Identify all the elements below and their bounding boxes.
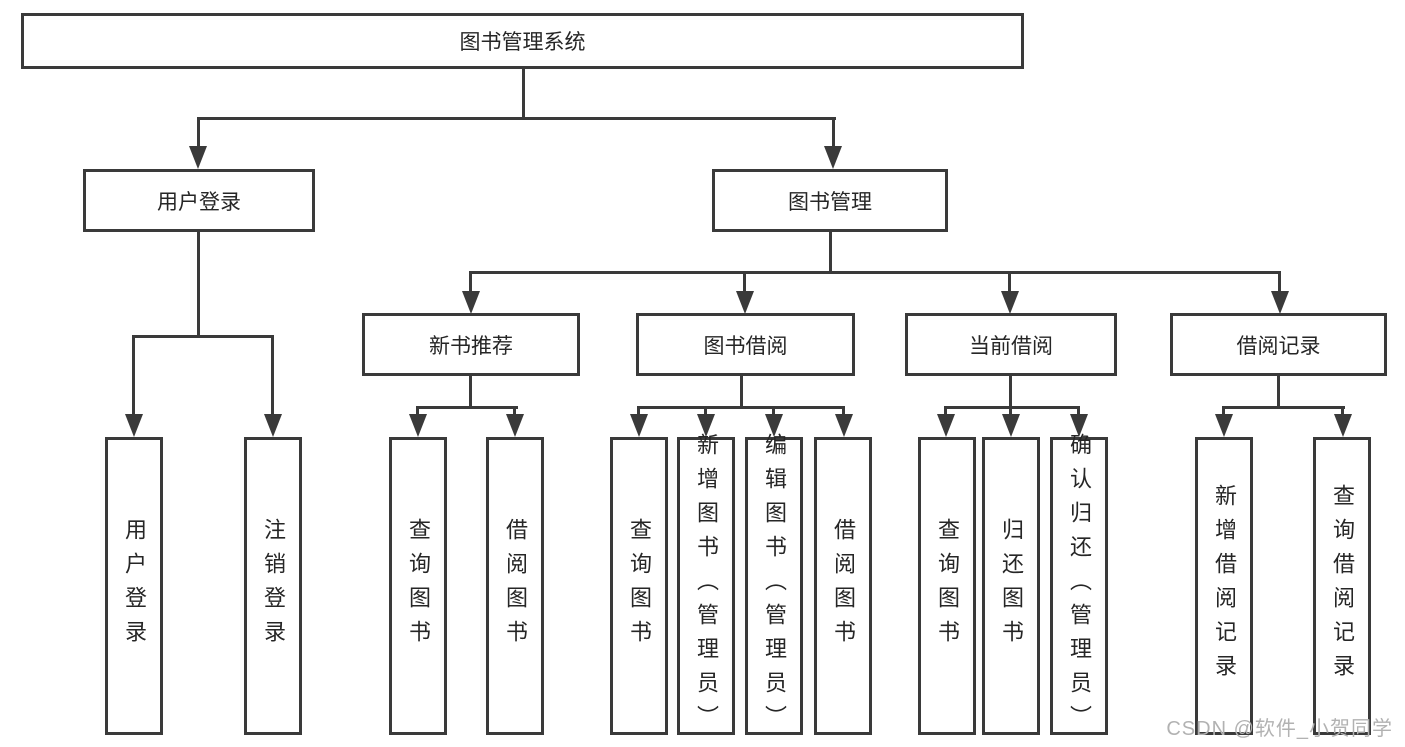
node-new-book-recommend: 新书推荐 [362,313,580,376]
leaf-user-login: 用户登录 [105,437,163,735]
connector-bus [416,406,518,409]
connector-drop [513,406,516,416]
leaf-query-books-recommend: 查询图书 [389,437,447,735]
connector-drop [1009,406,1012,416]
leaf-borrow-books: 借阅图书 [814,437,872,735]
node-label: 当前借阅 [969,334,1053,358]
leaf-borrow-books-recommend: 借阅图书 [486,437,544,735]
node-current-borrow: 当前借阅 [905,313,1117,376]
leaf-label: 用户登录 [122,518,147,654]
leaf-confirm-return-admin: 确认归还（管理员） [1050,433,1108,739]
connector-stem [469,376,472,408]
connector-drop [1008,271,1011,293]
leaf-query-books-current: 查询图书 [918,437,976,735]
leaf-label: 查询借阅记录 [1330,484,1355,688]
leaf-label: 编辑图书（管理员） [762,433,787,739]
csdn-watermark: CSDN @软件_小贺同学 [1166,718,1393,740]
connector-bus [1222,406,1345,409]
arrowhead-down-icon [1215,414,1233,437]
arrowhead-down-icon [1002,414,1020,437]
arrowhead-down-icon [189,146,207,169]
arrowhead-down-icon [1334,414,1352,437]
node-user-login: 用户登录 [83,169,315,232]
connector-stem [1009,376,1012,408]
connector-drop [944,406,947,416]
leaf-label: 新增借阅记录 [1212,484,1237,688]
arrowhead-down-icon [462,291,480,314]
arrowhead-down-icon [697,414,715,437]
connector-bus [944,406,1080,409]
connector-drop [743,271,746,293]
leaf-label: 注销登录 [261,518,286,654]
node-book-borrow: 图书借阅 [636,313,855,376]
node-borrow-records: 借阅记录 [1170,313,1387,376]
leaf-add-borrow-record: 新增借阅记录 [1195,437,1253,735]
arrowhead-down-icon [1001,291,1019,314]
arrowhead-down-icon [506,414,524,437]
arrowhead-down-icon [736,291,754,314]
node-label: 图书管理 [788,190,872,214]
leaf-edit-books-admin: 编辑图书（管理员） [745,433,803,739]
connector-stem [740,376,743,408]
arrowhead-down-icon [765,414,783,437]
arrowhead-down-icon [125,414,143,437]
leaf-label: 查询图书 [935,518,960,654]
leaf-label: 借阅图书 [503,518,528,654]
connector-user-login-stem [197,232,200,338]
connector-root-bus [197,117,836,120]
node-label: 图书借阅 [703,334,788,358]
connector-drop [271,335,274,415]
arrowhead-down-icon [630,414,648,437]
leaf-label: 新增图书（管理员） [694,433,719,739]
node-label: 借阅记录 [1236,334,1321,358]
connector-drop [416,406,419,416]
connector-root-stem [522,69,525,119]
arrowhead-down-icon [824,146,842,169]
connector-drop [132,335,135,415]
node-root-label: 图书管理系统 [459,31,586,54]
arrowhead-down-icon [409,414,427,437]
leaf-label: 查询图书 [627,518,652,654]
leaf-logout: 注销登录 [244,437,302,735]
arrowhead-down-icon [937,414,955,437]
leaf-label: 借阅图书 [831,518,856,654]
connector-drop [1341,406,1344,416]
connector-drop-book-management [832,117,835,150]
node-label: 新书推荐 [429,334,513,358]
connector-drop [772,406,775,416]
connector-bus [637,406,845,409]
leaf-label: 归还图书 [999,518,1024,654]
leaf-add-books-admin: 新增图书（管理员） [677,433,735,739]
connector-user-login-bus [132,335,274,338]
arrowhead-down-icon [1070,414,1088,437]
connector-drop-user-login [197,117,200,150]
leaf-label: 确认归还（管理员） [1067,433,1092,739]
connector-level3-bus [469,271,1281,274]
arrowhead-down-icon [264,414,282,437]
connector-book-management-stem [829,232,832,274]
leaf-label: 查询图书 [406,518,431,654]
connector-drop [1222,406,1225,416]
connector-stem [1277,376,1280,408]
connector-drop [1278,271,1281,293]
connector-drop [1077,406,1080,416]
node-root: 图书管理系统 [21,13,1024,69]
leaf-query-books-borrow: 查询图书 [610,437,668,735]
leaf-query-borrow-record: 查询借阅记录 [1313,437,1371,735]
node-label: 用户登录 [157,190,241,214]
node-book-management: 图书管理 [712,169,948,232]
leaf-return-books: 归还图书 [982,437,1040,735]
connector-drop [637,406,640,416]
arrowhead-down-icon [1271,291,1289,314]
connector-drop [704,406,707,416]
connector-drop [469,271,472,293]
connector-drop [842,406,845,416]
arrowhead-down-icon [835,414,853,437]
